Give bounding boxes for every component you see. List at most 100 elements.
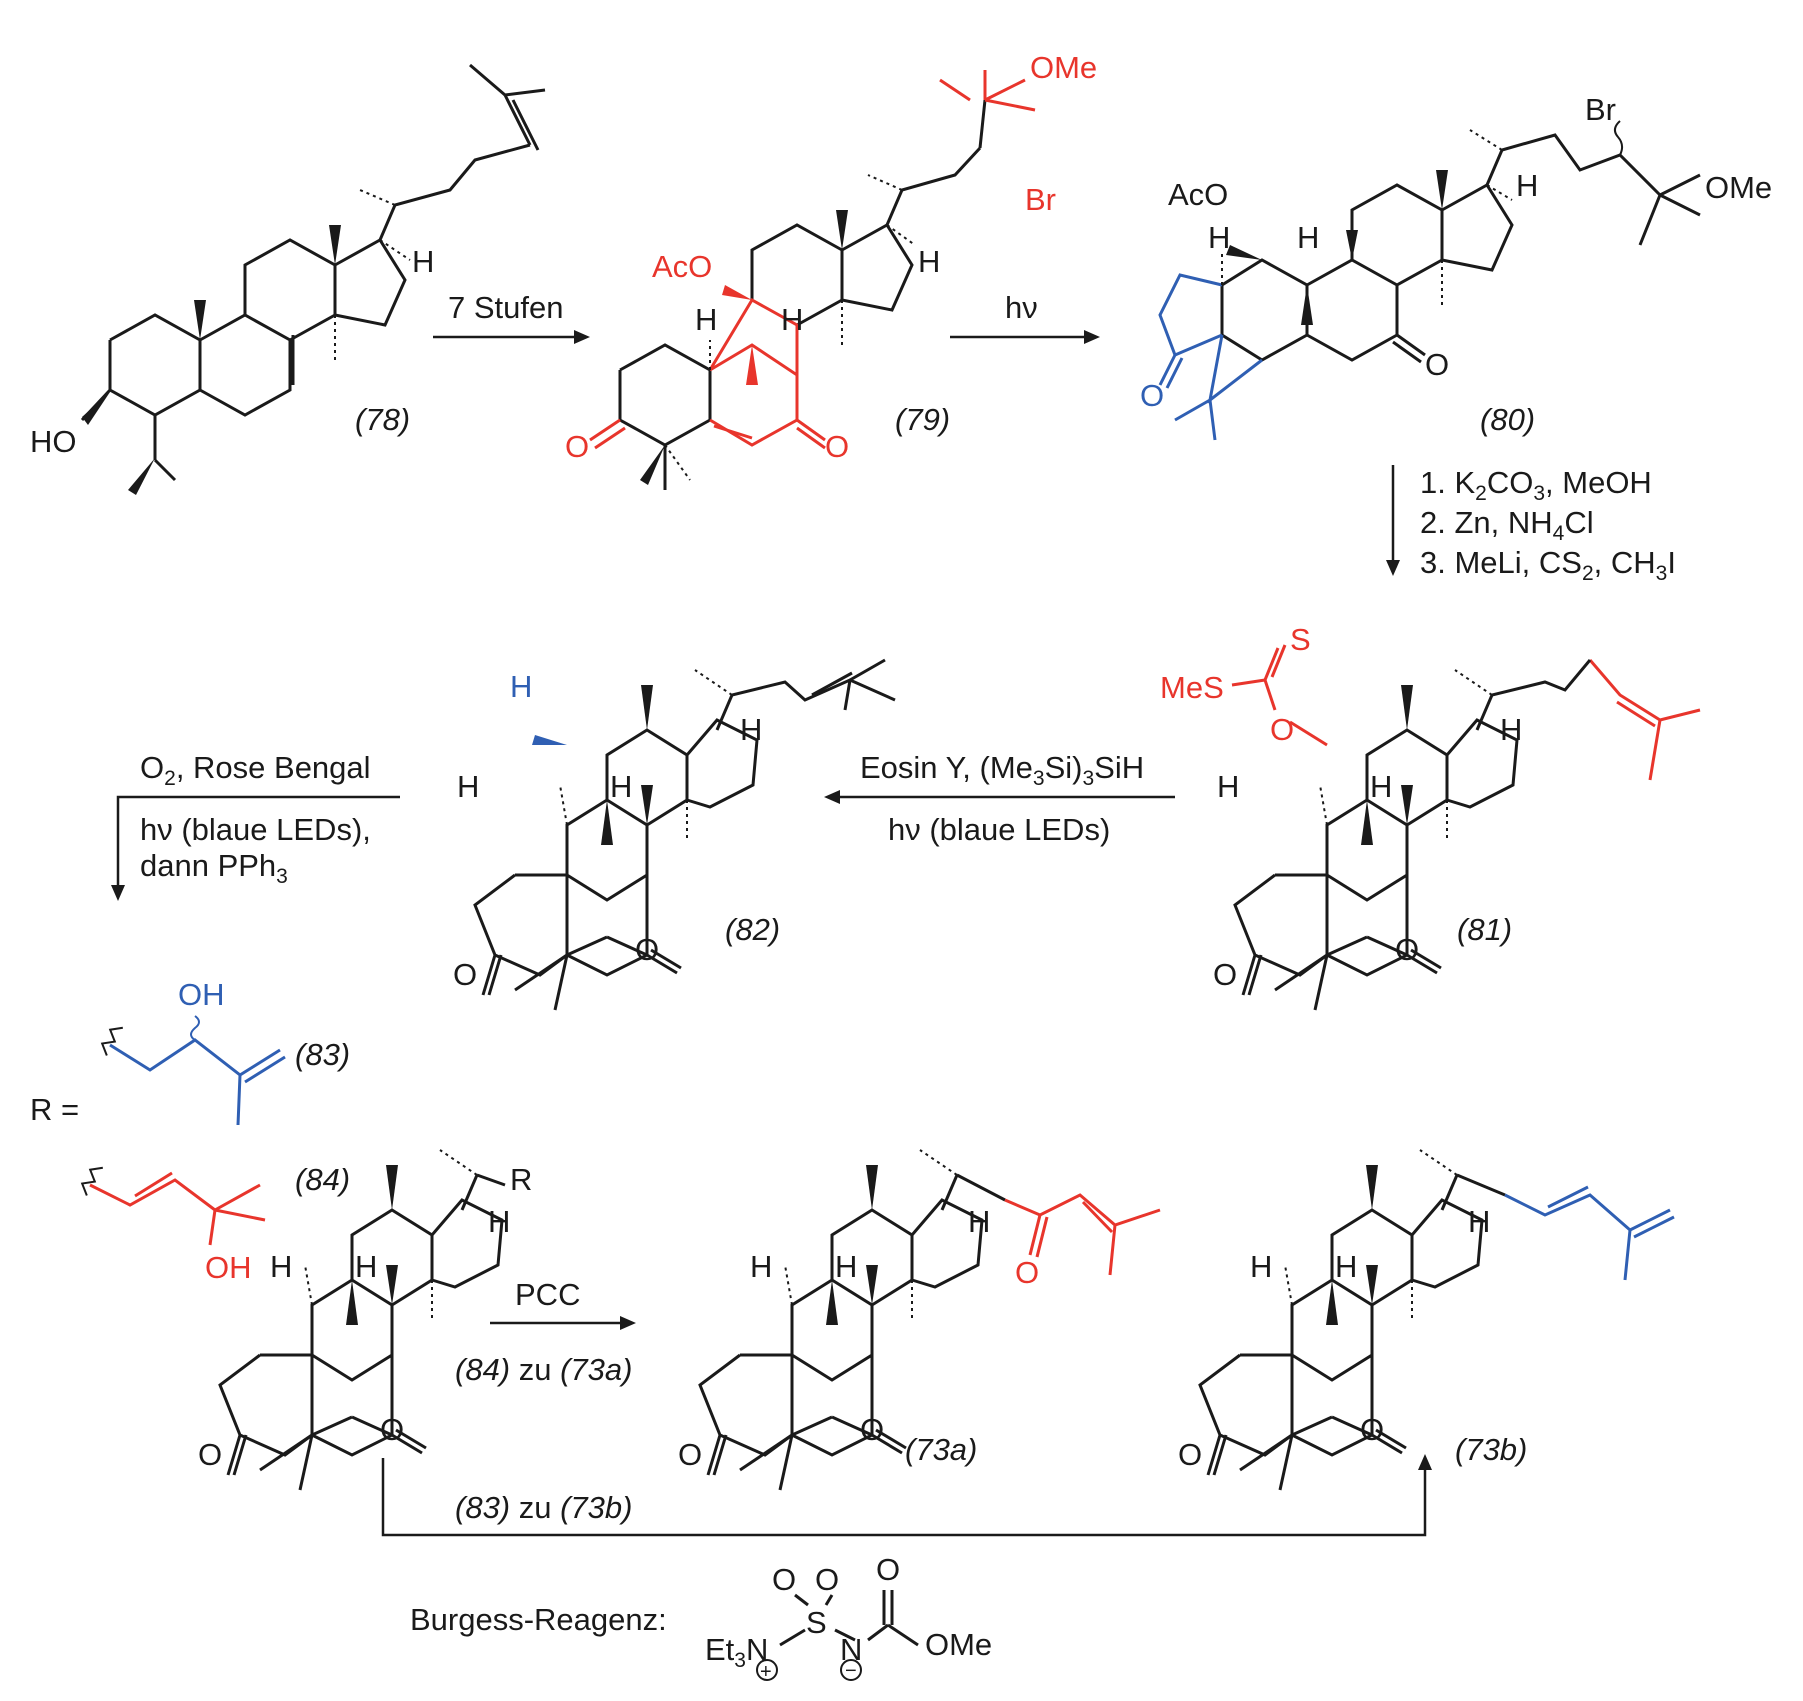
negative-charge: − xyxy=(845,1660,857,1682)
acetoxy-label: AcO xyxy=(652,249,712,284)
compound-label-78: (78) xyxy=(355,402,410,437)
keto-label: O xyxy=(565,429,589,464)
h-label: H xyxy=(740,712,762,747)
reagent-step3-line3: 3. MeLi, CS2, CH3I xyxy=(1420,545,1676,585)
reagent-step6-note: (84) zu (73a) xyxy=(455,1352,632,1387)
keto-label: O xyxy=(1015,1255,1039,1290)
h-label: H xyxy=(488,1204,510,1239)
compound-label-73b: (73b) xyxy=(1455,1432,1527,1467)
bromo-label: Br xyxy=(1025,182,1056,217)
arrow-precursor-73a: PCC (84) zu (73a) xyxy=(455,1277,636,1387)
h-label: H xyxy=(270,1249,292,1284)
compound-83: OH (83) xyxy=(100,977,350,1126)
compound-label-84: (84) xyxy=(295,1162,350,1197)
h-label: H xyxy=(968,1204,990,1239)
hydroxy-label: OH xyxy=(178,977,225,1012)
h-label: H xyxy=(1370,769,1392,804)
reagent-step1: 7 Stufen xyxy=(448,290,563,325)
keto-label: O xyxy=(380,1412,404,1447)
h-label: H xyxy=(781,302,803,337)
arrow-80-81: 1. K2CO3, MeOH 2. Zn, NH4Cl 3. MeLi, CS2… xyxy=(1386,465,1676,585)
methoxy-label: OMe xyxy=(925,1627,992,1662)
methylthio-label: MeS xyxy=(1160,670,1224,705)
compound-label-83: (83) xyxy=(295,1037,350,1072)
reagent-step3-line2: 2. Zn, NH4Cl xyxy=(1420,505,1594,545)
h-label: H xyxy=(835,1249,857,1284)
h-label: H xyxy=(355,1249,377,1284)
reagent-step6: PCC xyxy=(515,1277,580,1312)
keto-label: O xyxy=(1140,378,1164,413)
compound-label-81: (81) xyxy=(1457,912,1512,947)
h-label: H xyxy=(1297,220,1319,255)
compound-84: OH (84) xyxy=(80,1162,350,1285)
keto-label: O xyxy=(678,1437,702,1472)
h-label: H xyxy=(412,244,434,279)
compound-79: OMe Br AcO H H H O O (79) xyxy=(565,50,1097,490)
keto-label: O xyxy=(860,1412,884,1447)
keto-label: O xyxy=(1213,957,1237,992)
keto-label: O xyxy=(453,957,477,992)
arrow-81-82: Eosin Y, (Me3Si)3SiH hν (blaue LEDs) xyxy=(824,750,1175,847)
h-label: H xyxy=(457,769,479,804)
xanthate-oxygen-label: O xyxy=(1270,712,1294,747)
h-label: H xyxy=(1217,769,1239,804)
keto-label: O xyxy=(635,932,659,967)
compound-81: S MeS O H H H O O (81) xyxy=(1160,622,1701,1012)
h-label: H xyxy=(918,244,940,279)
compound-73b: H H H O O (73b) xyxy=(1178,1149,1675,1492)
reagent-step7-note: (83) zu (73b) xyxy=(455,1490,632,1525)
keto-label: O xyxy=(1360,1412,1384,1447)
keto-label: O xyxy=(1178,1437,1202,1472)
keto-label: O xyxy=(1425,347,1449,382)
arrow-78-79: 7 Stufen xyxy=(433,290,590,344)
h-label: H xyxy=(1500,712,1522,747)
arrow-precursor-73b: (83) zu (73b) xyxy=(381,1454,1432,1537)
compound-precursor-r: R H H H O O xyxy=(198,1149,532,1492)
reagent-step5-line2: hν (blaue LEDs), xyxy=(140,812,371,847)
thione-sulfur-label: S xyxy=(1290,622,1311,657)
positive-charge: + xyxy=(760,1661,772,1683)
keto-label: O xyxy=(825,429,849,464)
amide-nitrogen-label: N xyxy=(840,1632,862,1667)
reagent-step5-line3: dann PPh3 xyxy=(140,848,288,888)
arrow-79-80: hν xyxy=(950,290,1100,344)
hydroxy-label: OH xyxy=(205,1250,252,1285)
side-chain-definitions: R = OH (83) OH (84) xyxy=(30,977,350,1285)
sulfonyl-oxygen-label: O xyxy=(815,1562,839,1597)
compound-82: H H H H O O (82) xyxy=(453,658,896,1012)
arrow-82-side-chain: O2, Rose Bengal hν (blaue LEDs), dann PP… xyxy=(111,750,400,901)
keto-label: O xyxy=(1395,932,1419,967)
sulfonyl-oxygen-label: O xyxy=(772,1562,796,1597)
triethylammonium-label: Et3N xyxy=(705,1632,768,1672)
h-label: H xyxy=(1516,168,1538,203)
h-label: H xyxy=(1335,1249,1357,1284)
burgess-reagent: Burgess-Reagenz: Et3N S O O N O OMe + − xyxy=(410,1552,992,1683)
h-label: H xyxy=(610,769,632,804)
hydroxy-label: HO xyxy=(30,424,77,459)
reagent-step4-line1: Eosin Y, (Me3Si)3SiH xyxy=(860,750,1144,790)
carbonyl-oxygen-label: O xyxy=(876,1552,900,1587)
acetoxy-label: AcO xyxy=(1168,177,1228,212)
keto-label: O xyxy=(198,1437,222,1472)
compound-label-79: (79) xyxy=(895,402,950,437)
compound-78: HO H (78) xyxy=(30,63,546,495)
compound-label-73a: (73a) xyxy=(905,1432,977,1467)
h-label: H xyxy=(1468,1204,1490,1239)
methoxy-label: OMe xyxy=(1030,50,1097,85)
reagent-step2: hν xyxy=(1005,290,1038,325)
sulfur-label: S xyxy=(806,1605,827,1640)
compound-label-80: (80) xyxy=(1480,402,1535,437)
reagent-step5-line1: O2, Rose Bengal xyxy=(140,750,371,790)
hydrogen-label: H xyxy=(510,669,532,704)
compound-73a: H H H O O O (73a) xyxy=(678,1149,1161,1492)
h-label: H xyxy=(750,1249,772,1284)
compound-label-82: (82) xyxy=(725,912,780,947)
r-definition-label: R = xyxy=(30,1092,79,1127)
methoxy-label: OMe xyxy=(1705,170,1772,205)
h-label: H xyxy=(1208,220,1230,255)
reagent-step3-line1: 1. K2CO3, MeOH xyxy=(1420,465,1652,505)
h-label: H xyxy=(695,302,717,337)
r-group-label: R xyxy=(510,1162,532,1197)
reagent-step4-line2: hν (blaue LEDs) xyxy=(888,812,1110,847)
